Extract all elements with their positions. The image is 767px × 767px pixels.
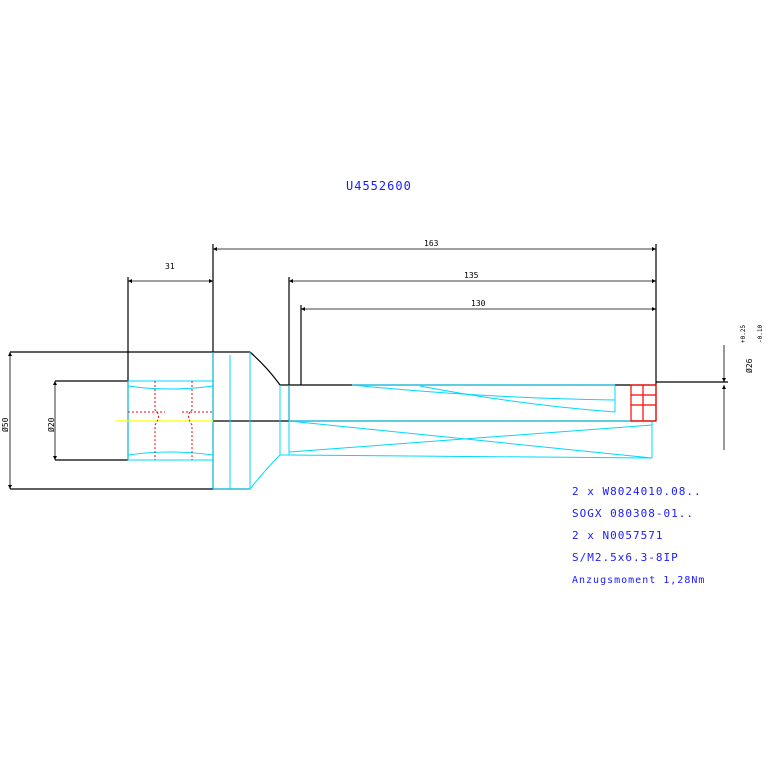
note-line: 2 x N0057571 bbox=[572, 529, 663, 542]
dimension-lines bbox=[8, 247, 726, 489]
dim-163: 163 bbox=[424, 239, 439, 248]
dim-135: 135 bbox=[464, 271, 479, 280]
dim-drill-diameter: Ø26 bbox=[744, 358, 754, 373]
dim-130: 130 bbox=[471, 299, 486, 308]
internal-features bbox=[128, 381, 213, 460]
dim-drill-tol-lower: -0.10 bbox=[757, 325, 764, 343]
drawing-title: U4552600 bbox=[346, 179, 412, 193]
note-line: S/M2.5x6.3-8IP bbox=[572, 551, 679, 564]
dim-31: 31 bbox=[165, 262, 175, 271]
insert-pocket bbox=[630, 384, 657, 422]
dim-inner-diameter: Ø20 bbox=[46, 417, 56, 432]
notes-block: 2 x W8024010.08.. SOGX 080308-01.. 2 x N… bbox=[572, 485, 705, 586]
dim-outer-diameter: Ø50 bbox=[0, 417, 10, 432]
note-line: SOGX 080308-01.. bbox=[572, 507, 694, 520]
note-line: 2 x W8024010.08.. bbox=[572, 485, 702, 498]
note-line: Anzugsmoment 1,28Nm bbox=[572, 575, 705, 586]
dim-drill-tol-upper: +0.25 bbox=[740, 325, 747, 343]
